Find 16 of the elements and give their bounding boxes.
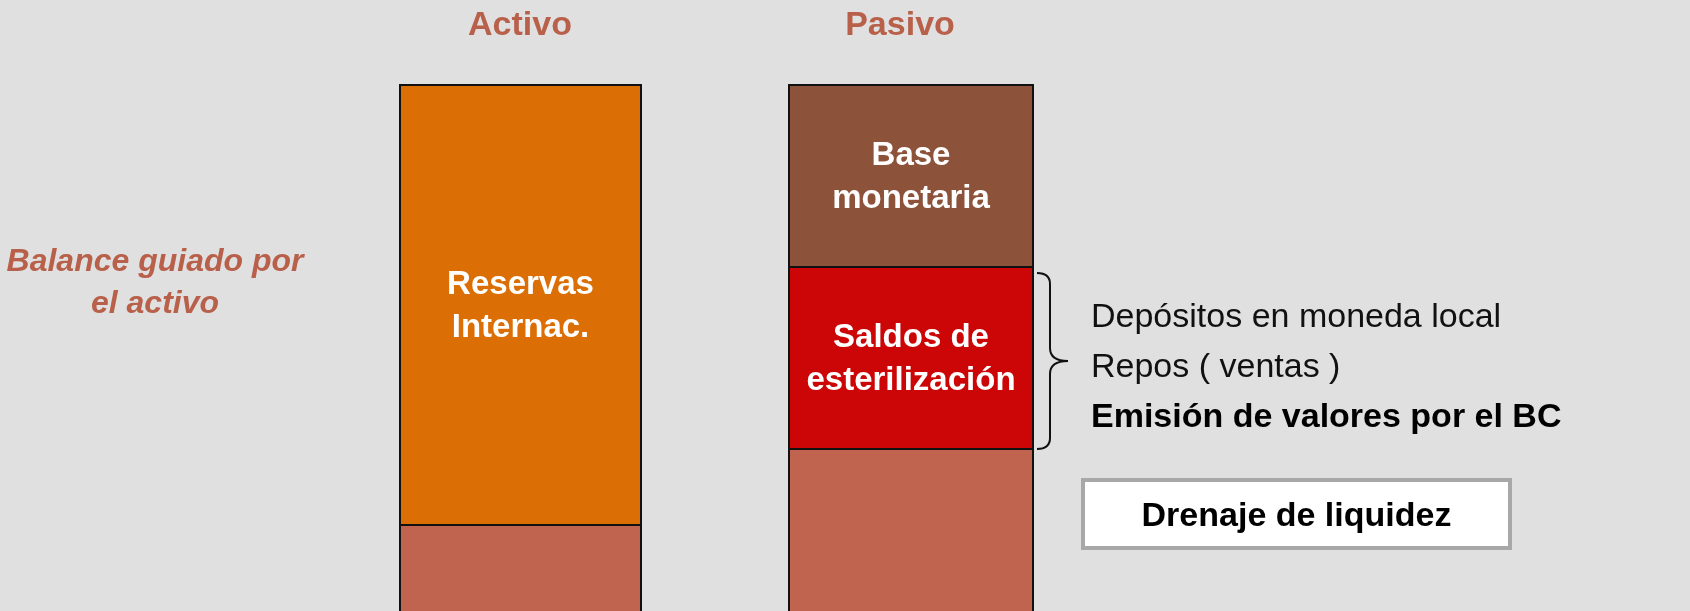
column-heading: Pasivo — [845, 4, 955, 43]
liability-bar-segment — [788, 266, 1034, 450]
list-item: Repos ( ventas ) — [1091, 346, 1341, 385]
asset-bar-segment — [399, 84, 642, 526]
segment-label: Drenaje de liquidez — [1141, 493, 1452, 535]
asset-bar-segment — [399, 524, 642, 611]
segment-label: Base monetaria — [831, 134, 991, 217]
segment-label: Saldos de esterilización — [805, 316, 1017, 399]
callout-box — [1081, 478, 1512, 550]
segment-label: Reservas Internac. — [446, 263, 595, 346]
list-item: Depósitos en moneda local — [1091, 296, 1502, 335]
side-note: Balance guiado por el activo — [5, 241, 306, 322]
liability-bar-segment — [788, 84, 1034, 268]
column-heading: Activo — [468, 4, 572, 43]
list-item: Emisión de valores por el BC — [1091, 396, 1562, 435]
liability-bar-segment — [788, 448, 1034, 611]
